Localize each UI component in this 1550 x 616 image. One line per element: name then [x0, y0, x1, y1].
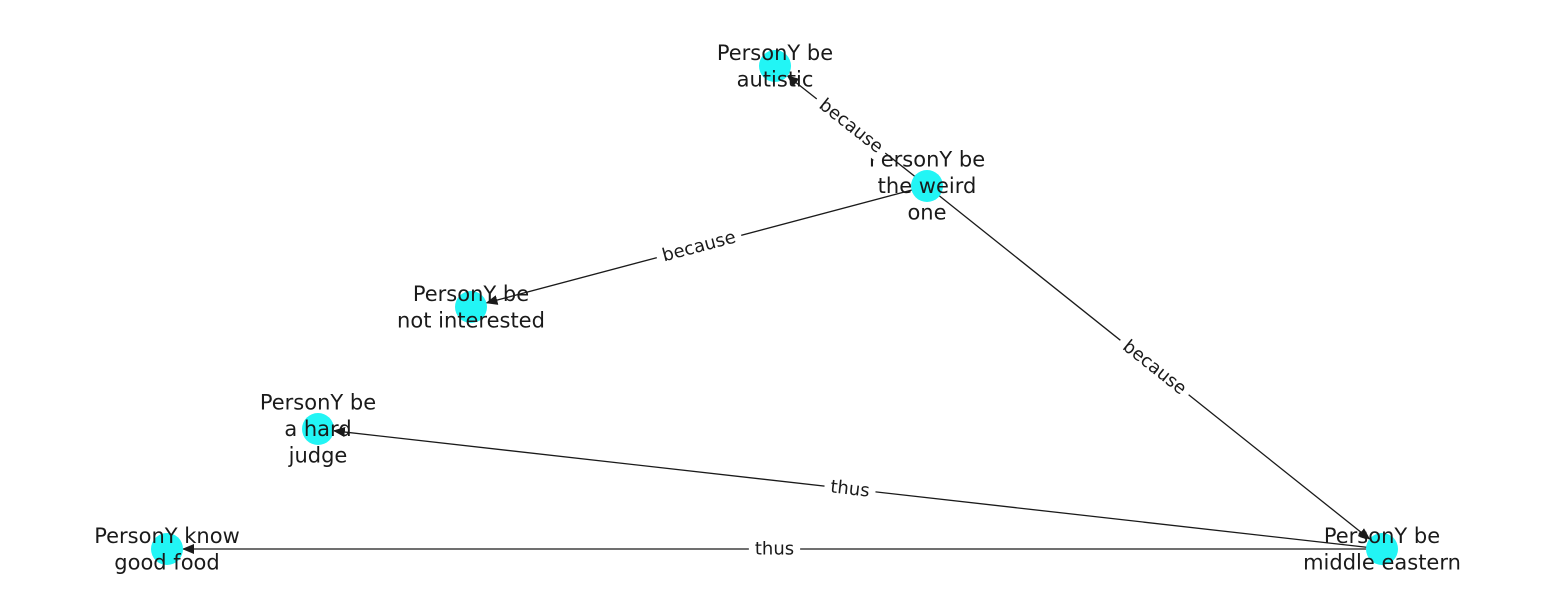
- edge-label-weird-to-mideast: because: [1112, 330, 1197, 405]
- node-food: [151, 533, 183, 565]
- edge-label-background: [823, 473, 877, 505]
- node-label-line: a hard: [284, 417, 351, 441]
- edge-label-weird-to-autistic: because: [808, 89, 894, 163]
- edge-label-text: thus: [755, 539, 794, 560]
- edge-label-text: because: [1119, 336, 1191, 399]
- node-label-line: good food: [114, 550, 219, 574]
- node-label-line: autistic: [737, 67, 814, 91]
- node-weird: [911, 170, 943, 202]
- edge-label-text: because: [815, 94, 887, 157]
- edge-label-background: [1112, 330, 1197, 405]
- node-label-line: PersonY be: [1324, 524, 1440, 548]
- node-label-line: PersonY be: [413, 282, 529, 306]
- edge-label-text: thus: [829, 476, 870, 501]
- node-label-line: one: [907, 201, 946, 225]
- edge-label-mideast-to-food: thus: [748, 536, 801, 562]
- edge-label-background: [808, 89, 894, 163]
- edges-layer: [182, 75, 1383, 554]
- node-label-line: PersonY be: [717, 41, 833, 65]
- node-mideast: [1366, 533, 1398, 565]
- edge-label-mideast-to-judge: thus: [823, 473, 877, 505]
- node-label-line: judge: [288, 444, 348, 468]
- node-label-line: middle eastern: [1303, 550, 1461, 574]
- node-label-line: PersonY know: [94, 524, 240, 548]
- edge-label-background: [653, 223, 745, 270]
- nodes-layer: [151, 50, 1398, 565]
- node-label-line: PersonY be: [869, 148, 985, 172]
- node-judge: [302, 413, 334, 445]
- edge-label-weird-to-notint: because: [653, 223, 745, 270]
- node-autistic: [759, 50, 791, 82]
- edge-label-background: [748, 536, 801, 562]
- node-label-line: PersonY be: [260, 391, 376, 415]
- node-notint: [455, 291, 487, 323]
- node-label-line: not interested: [397, 308, 545, 332]
- node-label-line: the weird: [878, 174, 977, 198]
- edge-label-text: because: [660, 227, 738, 267]
